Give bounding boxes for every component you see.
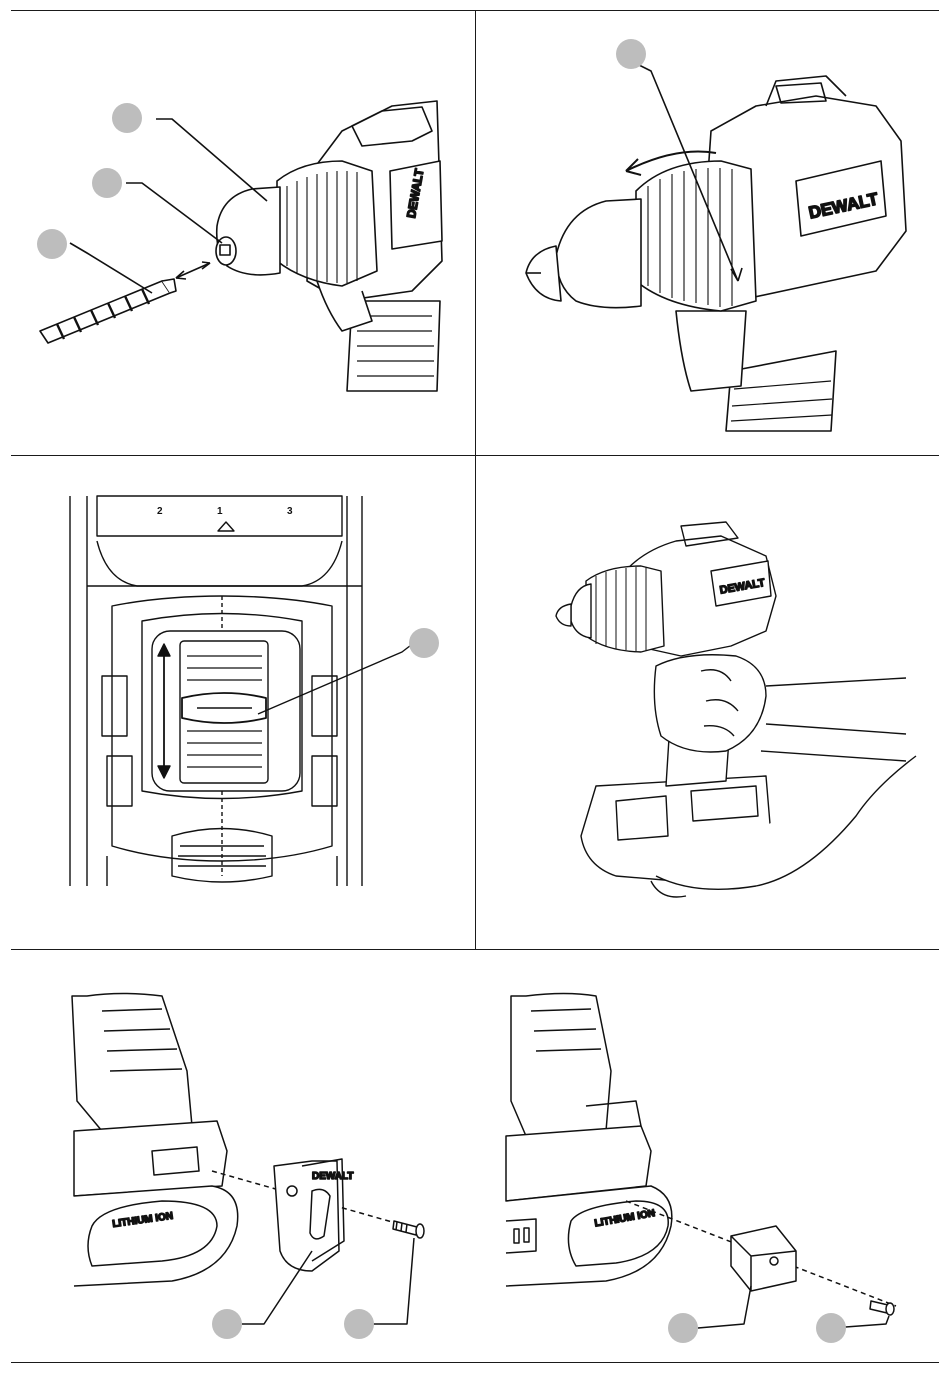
brand-mark-4: DEWALT — [312, 1171, 353, 1182]
callout-marker — [212, 1309, 242, 1339]
screw-illustration — [393, 1221, 424, 1238]
figure-grip-position: DEWALT — [476, 456, 938, 948]
double-arrow-icon — [176, 262, 210, 279]
figure-bit-insertion: DEWALT — [12, 11, 474, 454]
callout-marker — [409, 628, 439, 658]
callout-marker — [92, 168, 122, 198]
figure-gear-selector: 2 1 3 — [12, 456, 474, 948]
callout-marker — [668, 1313, 698, 1343]
figure-collar-rotation: DEWALT — [476, 11, 938, 454]
gear-selector-illustration: 2 1 3 — [12, 456, 474, 948]
callout-marker — [816, 1313, 846, 1343]
drill-grip-illustration: DEWALT — [476, 456, 938, 948]
middle-rule-2 — [11, 949, 939, 950]
drill-collar-illustration: DEWALT — [476, 11, 938, 454]
drill-bit-illustration — [40, 279, 176, 343]
bit-holder-illustration: LITHIUM ION — [476, 951, 938, 1361]
scale-mark-2: 2 — [157, 506, 163, 517]
belt-hook-illustration-part: DEWALT — [274, 1159, 353, 1271]
scale-mark-1: 1 — [217, 506, 223, 517]
drill-chuck-illustration: DEWALT — [12, 11, 474, 454]
callout-marker — [616, 39, 646, 69]
belt-hook-illustration: LITHIUM ION DEWALT — [12, 951, 474, 1361]
callout-marker — [112, 103, 142, 133]
bottom-rule — [11, 1362, 939, 1363]
bit-holder-part — [731, 1226, 796, 1291]
figure-bit-holder-install: LITHIUM ION — [476, 951, 938, 1361]
screw-illustration — [870, 1301, 894, 1315]
scale-mark-3: 3 — [287, 506, 293, 517]
callout-marker — [37, 229, 67, 259]
callout-marker — [344, 1309, 374, 1339]
figure-belt-hook-install: LITHIUM ION DEWALT — [12, 951, 474, 1361]
